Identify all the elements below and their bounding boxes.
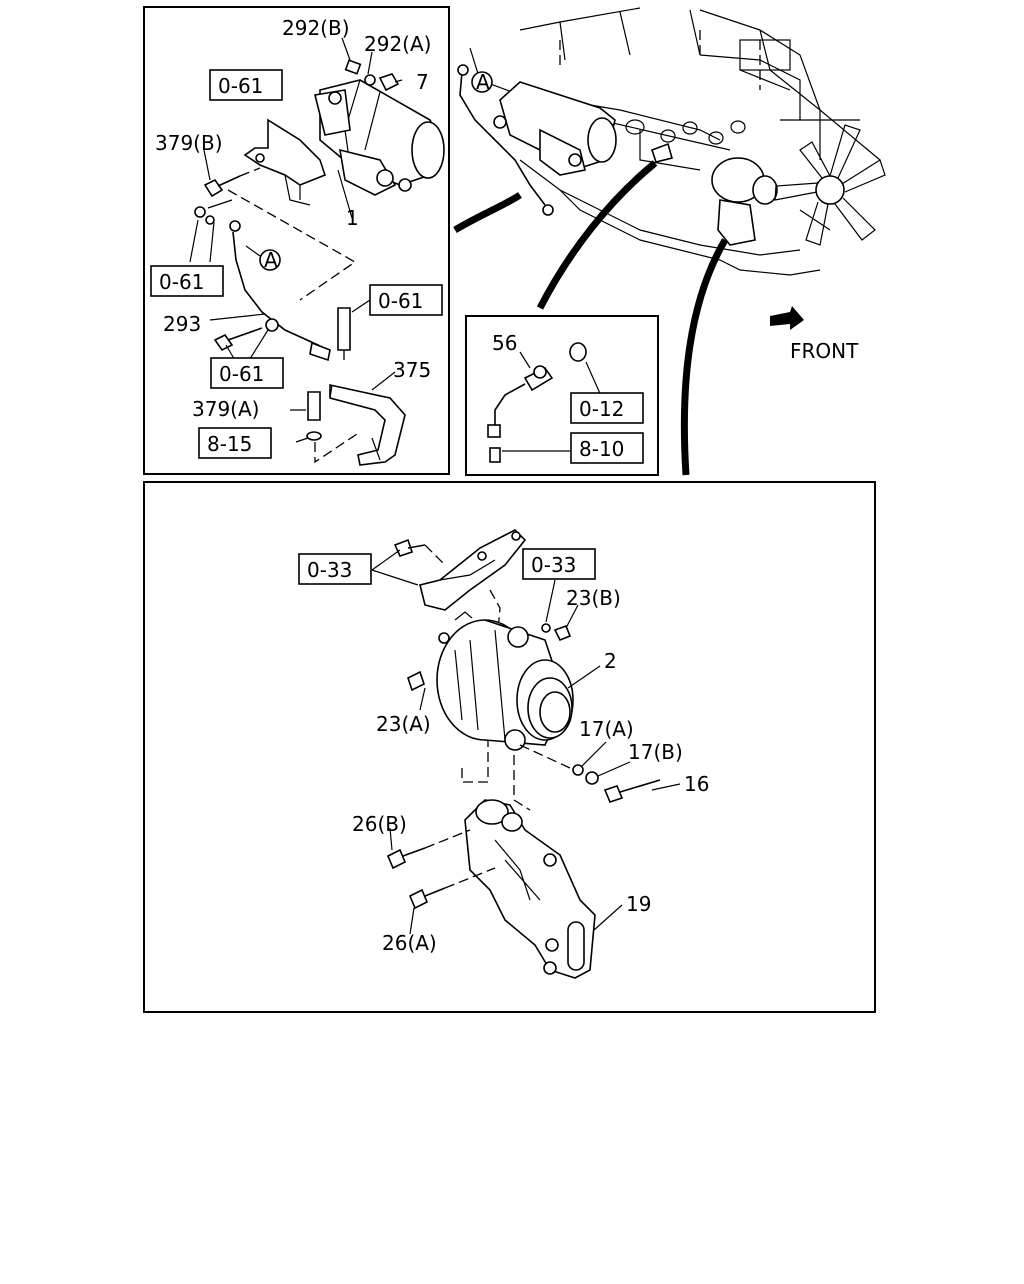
nut-23b (553, 624, 572, 642)
engine-alternator (711, 157, 778, 246)
leader-curve-starter (453, 192, 522, 234)
callout-375: 375 (393, 358, 431, 382)
nut-7 (378, 73, 400, 92)
front-label: FRONT (790, 339, 859, 363)
ref-box-810: 8-10 (570, 432, 644, 464)
alternator-2 (436, 611, 574, 751)
svg-text:0-61: 0-61 (378, 289, 423, 313)
nut-061-upper (194, 206, 206, 218)
engine-sensor-56 (650, 142, 673, 163)
callout-23a: 23(A) (376, 712, 431, 736)
washer-815 (306, 431, 322, 441)
callout-56: 56 (492, 331, 517, 355)
ref-box-061-right: 0-61 (369, 284, 443, 316)
svg-text:8-10: 8-10 (579, 437, 624, 461)
svg-text:0-33: 0-33 (531, 553, 576, 577)
bolt-26b (386, 847, 426, 870)
svg-text:0-12: 0-12 (579, 397, 624, 421)
callout-292b: 292(B) (282, 16, 350, 40)
svg-text:0-33: 0-33 (307, 558, 352, 582)
bolt-061-left (213, 327, 263, 352)
connector-a-label-detail: A (264, 248, 278, 272)
ref-box-815: 8-15 (198, 427, 272, 459)
sensor-panel-frame (465, 315, 659, 476)
leader-curve-sensor (536, 160, 658, 310)
bolt-26a (408, 887, 446, 910)
callout-26b: 26(B) (352, 812, 407, 836)
callout-292a: 292(A) (364, 32, 431, 56)
alternator-mount-19 (464, 799, 596, 979)
alternator-panel-frame (143, 481, 876, 1013)
callout-379b: 379(B) (155, 131, 223, 155)
ref-box-061-bottom: 0-61 (210, 357, 284, 389)
alternator-adjust-bracket (419, 529, 527, 611)
bracket-375 (329, 384, 406, 466)
engine-battery-cable (459, 71, 546, 206)
washer-17b (585, 771, 599, 785)
callout-379a: 379(A) (192, 397, 259, 421)
svg-text:0-61: 0-61 (218, 74, 263, 98)
washer-292a (364, 74, 376, 86)
ref-box-012: 0-12 (570, 392, 644, 424)
callout-293: 293 (163, 312, 201, 336)
svg-text:0-61: 0-61 (159, 270, 204, 294)
callout-17a: 17(A) (579, 717, 634, 741)
connector-a-label-engine: A (476, 70, 490, 94)
svg-text:8-15: 8-15 (207, 432, 252, 456)
ref-box-061-top: 0-61 (209, 69, 283, 101)
callout-2: 2 (604, 649, 617, 673)
cable-293 (232, 231, 331, 353)
washer-033 (541, 623, 551, 633)
callout-23b: 23(B) (566, 586, 621, 610)
starter-panel-frame (143, 6, 450, 475)
starter-bracket (243, 118, 326, 206)
ref-box-033-right: 0-33 (522, 548, 596, 580)
bolt-061-right (337, 307, 351, 351)
washer-292b (344, 59, 362, 75)
front-arrow-icon (770, 306, 804, 330)
nut-23a (407, 670, 425, 692)
callout-19: 19 (626, 892, 651, 916)
callout-16: 16 (684, 772, 709, 796)
washer-17a (572, 764, 584, 776)
sensor-56 (487, 365, 554, 463)
gasket-012 (569, 342, 587, 362)
callout-1: 1 (346, 206, 359, 230)
bolt-379b (203, 175, 241, 198)
engine-starter-motor (493, 81, 617, 176)
bolt-379a (307, 391, 321, 421)
svg-text:0-61: 0-61 (219, 362, 264, 386)
ref-box-033-left: 0-33 (298, 553, 372, 585)
starter-motor (314, 79, 445, 196)
callout-17b: 17(B) (628, 740, 683, 764)
callout-7: 7 (416, 70, 429, 94)
callout-26a: 26(A) (382, 931, 437, 955)
bolt-16 (603, 779, 661, 803)
ref-box-061-left: 0-61 (150, 265, 224, 297)
leader-curve-alternator (680, 238, 729, 476)
cooling-fan (774, 124, 886, 246)
bolt-033-left (393, 538, 426, 557)
